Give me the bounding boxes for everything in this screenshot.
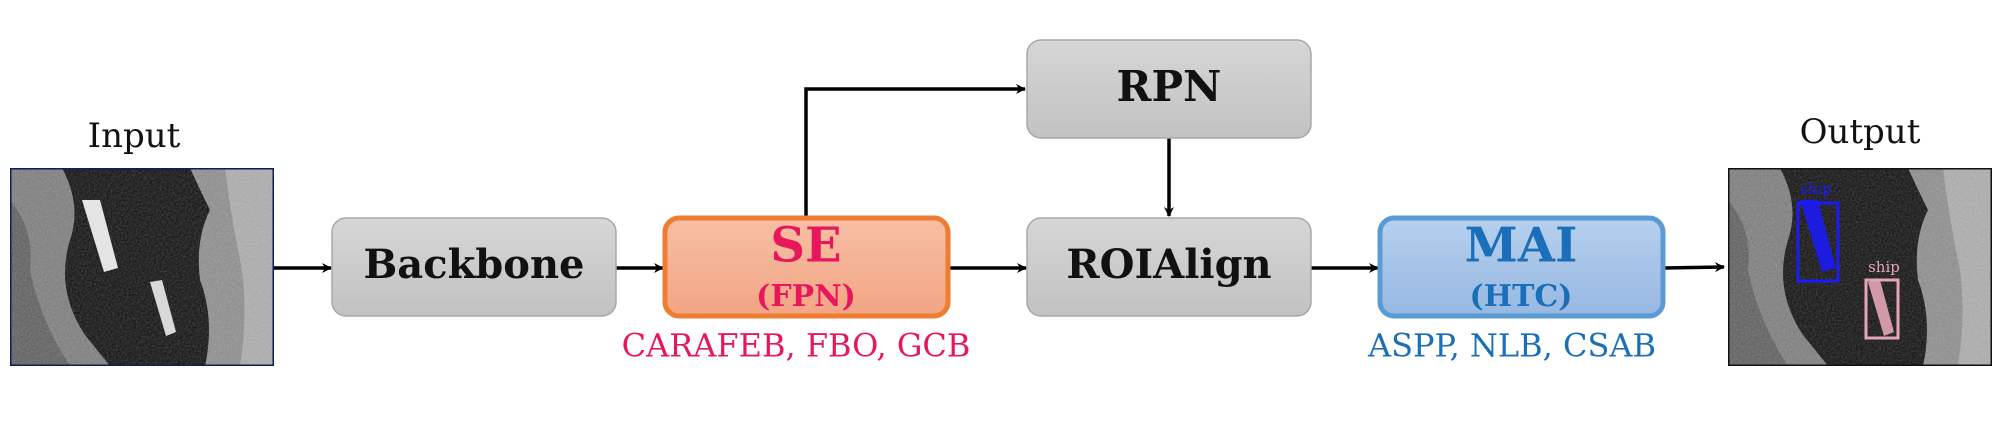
arrow-mai-to-output	[1662, 262, 1725, 273]
backbone-block: Backbone	[331, 217, 617, 317]
rpn-label: RPN	[1117, 62, 1222, 111]
mai-label: MAI	[1465, 218, 1578, 274]
se-label: SE	[770, 218, 841, 274]
output-caption: Output	[1800, 112, 1921, 152]
se-sublabel: (FPN)	[756, 279, 856, 314]
se-block: SE (FPN)	[662, 215, 951, 319]
detection-label-1: ship	[1800, 180, 1832, 198]
roialign-block: ROIAlign	[1026, 217, 1312, 317]
mai-block: MAI (HTC)	[1377, 215, 1666, 319]
backbone-label: Backbone	[364, 241, 585, 288]
output-sar-image: ship ship	[1728, 168, 1992, 366]
detection-box-1	[1796, 201, 1840, 283]
connectors	[274, 84, 1725, 273]
se-variants: CARAFEB, FBO, GCB	[622, 327, 971, 365]
detection-label-2: ship	[1868, 258, 1900, 276]
mai-variants: ASPP, NLB, CSAB	[1367, 327, 1656, 365]
input-caption: Input	[88, 116, 181, 156]
input-sar-image	[10, 168, 274, 366]
detection-box-2	[1864, 278, 1900, 340]
roialign-label: ROIAlign	[1066, 241, 1271, 288]
arrow-se-to-rpn	[804, 84, 1026, 216]
mai-sublabel: (HTC)	[1470, 279, 1573, 314]
rpn-block: RPN	[1026, 39, 1312, 139]
